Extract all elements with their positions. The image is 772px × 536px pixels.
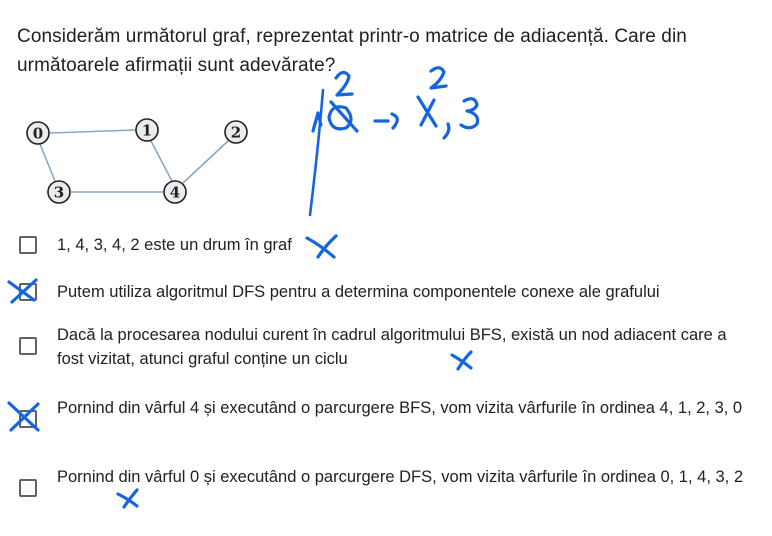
graph-node-label: 0 [33,125,43,143]
option-3-label: Dacă la procesarea nodului curent în cad… [57,326,727,368]
option-2-checkbox[interactable] [19,283,37,301]
graph-node-1: 1 [135,118,159,142]
option-5-checkbox[interactable] [19,479,37,497]
graph-node-4: 4 [163,180,187,204]
graph-node-3: 3 [47,180,71,204]
graph-node-0: 0 [26,121,50,145]
handwritten-note-top [308,66,480,217]
option-1-checkbox[interactable] [19,236,37,254]
graph-node-label: 4 [170,184,180,202]
edge-3-0 [39,143,56,182]
edge-1-4 [150,140,174,184]
option-2-label: Putem utiliza algoritmul DFS pentru a de… [57,283,660,301]
option-5-label: Pornind din vârful 0 și executând o parc… [57,468,744,486]
edge-4-2 [182,140,229,184]
option-1-label: 1, 4, 3, 4, 2 este un drum în graf [57,236,292,254]
question-text: Considerăm următorul graf, reprezentat p… [17,26,687,76]
graph-node-2: 2 [224,120,248,144]
graph-edges [39,129,229,193]
graph-node-label: 3 [54,184,64,202]
graph-node-label: 1 [142,122,152,140]
option-3-checkbox[interactable] [19,337,37,355]
option-4-checkbox[interactable] [19,410,37,428]
option-4-label: Pornind din vârful 4 și executând o parc… [57,399,743,417]
graph-node-label: 2 [231,124,241,142]
edge-0-1 [49,129,136,134]
